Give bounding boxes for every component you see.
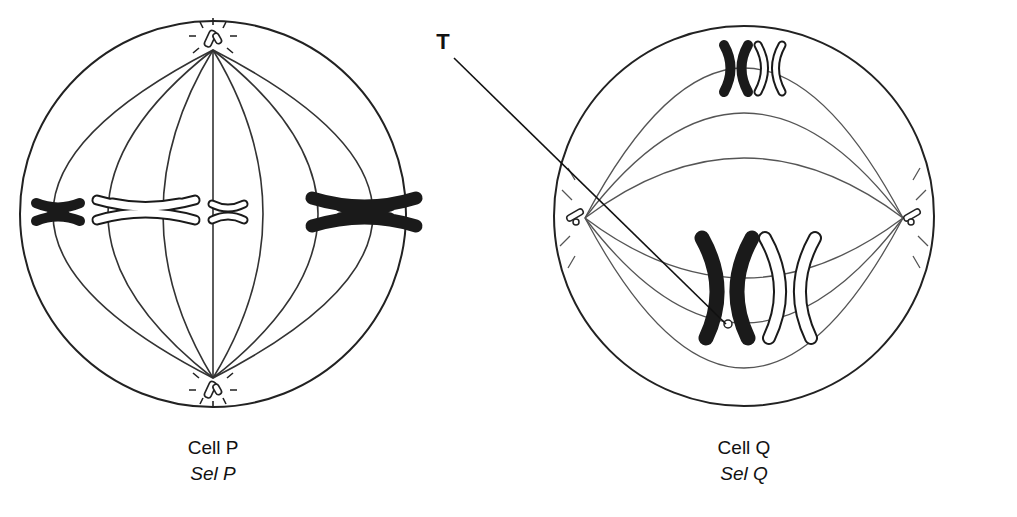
chromosome <box>212 204 244 220</box>
spindle-fibres <box>560 68 928 368</box>
spindle-fibre <box>53 50 213 378</box>
chromosome <box>212 204 244 220</box>
centriole <box>573 219 579 225</box>
chromosome <box>36 203 80 221</box>
spindle-fibre <box>213 50 318 378</box>
leader-line <box>454 58 726 324</box>
chromosome <box>97 200 195 220</box>
chromosomes <box>702 45 815 338</box>
chromosomes <box>36 198 416 226</box>
centriole <box>189 18 237 53</box>
chromosome <box>758 45 782 92</box>
centriole <box>212 383 223 396</box>
cell-caption: Sel P <box>190 464 235 485</box>
chromosome <box>765 238 815 338</box>
chromosome <box>702 238 752 338</box>
aster-rays <box>189 18 237 53</box>
cell-caption: Cell Q <box>718 438 771 459</box>
spindle-fibre <box>213 50 263 378</box>
cell-p <box>20 18 416 408</box>
centriole <box>908 219 914 225</box>
centriole <box>212 32 223 45</box>
spindle-fibre <box>585 113 903 218</box>
cell-membrane <box>554 26 934 406</box>
cell-caption: Sel Q <box>720 464 768 485</box>
cell-caption: Cell P <box>188 438 239 459</box>
chromosome <box>758 45 782 92</box>
spindle-fibre <box>585 218 903 368</box>
part-letter: T <box>436 30 449 54</box>
cell-q <box>454 26 934 406</box>
spindle-fibre <box>585 158 903 218</box>
chromosome <box>312 198 416 226</box>
chromosome <box>765 238 815 338</box>
centriole <box>566 208 922 225</box>
centriole <box>189 373 237 408</box>
aster-rays <box>189 373 237 408</box>
spindle-fibre <box>212 50 214 378</box>
spindle-fibres <box>53 50 373 378</box>
chromosome <box>97 200 195 220</box>
chromosome <box>724 45 748 92</box>
